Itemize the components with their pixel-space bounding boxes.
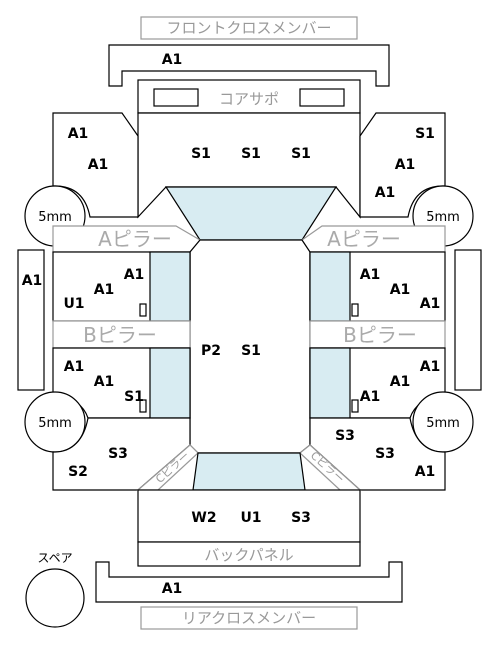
rear-cross-grade: A1 bbox=[162, 581, 183, 597]
right-front-door-handle bbox=[351, 303, 359, 317]
right-quarter-grade-mid: S3 bbox=[375, 446, 395, 462]
front-windshield[interactable] bbox=[164, 186, 338, 241]
left-a-pillar-label: Aピラー bbox=[98, 227, 172, 251]
front-left-tire-depth: 5mm bbox=[38, 210, 72, 225]
rear-gate-grade-center: U1 bbox=[240, 510, 261, 526]
front-cross-member-label: フロントクロスメンバー bbox=[166, 19, 331, 37]
roof-grade-left: P2 bbox=[201, 343, 221, 359]
spare-tire-label: スペア bbox=[37, 551, 72, 565]
front-cross-member[interactable] bbox=[108, 44, 390, 87]
rear-gate-grade-left: W2 bbox=[191, 510, 216, 526]
left-rear-door-grade-a: A1 bbox=[64, 359, 85, 375]
right-rear-door-window[interactable] bbox=[309, 347, 351, 419]
right-front-door-window[interactable] bbox=[309, 251, 351, 322]
right-rear-door-handle bbox=[351, 399, 359, 413]
right-rear-door-grade-a: A1 bbox=[420, 359, 441, 375]
front-cross-member-box bbox=[140, 16, 358, 40]
rear-left-tire-depth: 5mm bbox=[38, 416, 72, 431]
left-rear-door-grade-b: A1 bbox=[94, 374, 115, 390]
right-quarter-panel[interactable] bbox=[309, 417, 446, 491]
left-quarter-grade-top: S3 bbox=[108, 446, 128, 462]
rear-cross-member-label: リアクロスメンバー bbox=[182, 609, 316, 627]
back-panel[interactable] bbox=[137, 541, 361, 567]
left-rear-door-grade-c: S1 bbox=[124, 389, 144, 405]
right-quarter-grade-top: S3 bbox=[335, 428, 355, 444]
hood-grade-left: S1 bbox=[191, 146, 211, 162]
back-panel-label: バックパネル bbox=[204, 546, 293, 564]
right-side-step[interactable] bbox=[454, 249, 482, 391]
right-rear-door-grade-c: A1 bbox=[360, 389, 381, 405]
hood-grade-right: S1 bbox=[291, 146, 311, 162]
rear-right-tire-depth: 5mm bbox=[426, 416, 460, 431]
right-front-fender-grade-top: S1 bbox=[415, 126, 435, 142]
left-step-grade: A1 bbox=[22, 273, 43, 289]
roof-grade-right: S1 bbox=[241, 343, 261, 359]
left-front-fender-grade-top: A1 bbox=[68, 126, 89, 142]
left-side-step[interactable] bbox=[17, 249, 45, 391]
left-rear-door-window[interactable] bbox=[149, 347, 191, 419]
spare-tire[interactable] bbox=[25, 568, 85, 628]
rear-cross-member-box bbox=[140, 606, 358, 630]
core-support-right-light bbox=[299, 88, 345, 107]
right-quarter-grade-bottom: A1 bbox=[415, 464, 436, 480]
right-front-fender-grade-mid: A1 bbox=[395, 157, 416, 173]
right-front-door-grade-b: A1 bbox=[390, 282, 411, 298]
hood-grade-center: S1 bbox=[241, 146, 261, 162]
core-support-label: コアサポ bbox=[219, 90, 279, 108]
front-cross-grade: A1 bbox=[162, 52, 183, 68]
right-rear-door-grade-b: A1 bbox=[390, 374, 411, 390]
left-front-door-grade-b: A1 bbox=[94, 282, 115, 298]
left-b-pillar-label: Bピラー bbox=[83, 323, 157, 347]
left-front-fender-grade-bottom: A1 bbox=[88, 157, 109, 173]
rear-cross-member[interactable] bbox=[95, 561, 403, 603]
left-front-door-window[interactable] bbox=[149, 251, 191, 322]
left-front-door-grade-c: U1 bbox=[63, 296, 84, 312]
left-front-door-grade-a: A1 bbox=[124, 267, 145, 283]
right-b-pillar[interactable] bbox=[309, 320, 446, 349]
right-front-fender-grade-bottom: A1 bbox=[375, 185, 396, 201]
right-front-door-grade-c: A1 bbox=[420, 296, 441, 312]
left-quarter-grade-bottom: S2 bbox=[68, 464, 88, 480]
front-right-tire-depth: 5mm bbox=[426, 210, 460, 225]
rear-window[interactable] bbox=[192, 452, 306, 491]
left-b-pillar[interactable] bbox=[52, 320, 191, 349]
left-rear-door-handle bbox=[139, 399, 147, 413]
rear-gate[interactable] bbox=[137, 489, 361, 543]
left-front-door-handle bbox=[139, 303, 147, 317]
core-support-left-light bbox=[153, 88, 199, 107]
right-b-pillar-label: Bピラー bbox=[343, 323, 417, 347]
right-front-door-grade-a: A1 bbox=[360, 267, 381, 283]
rear-gate-grade-right: S3 bbox=[291, 510, 311, 526]
right-a-pillar-label: Aピラー bbox=[327, 227, 401, 251]
